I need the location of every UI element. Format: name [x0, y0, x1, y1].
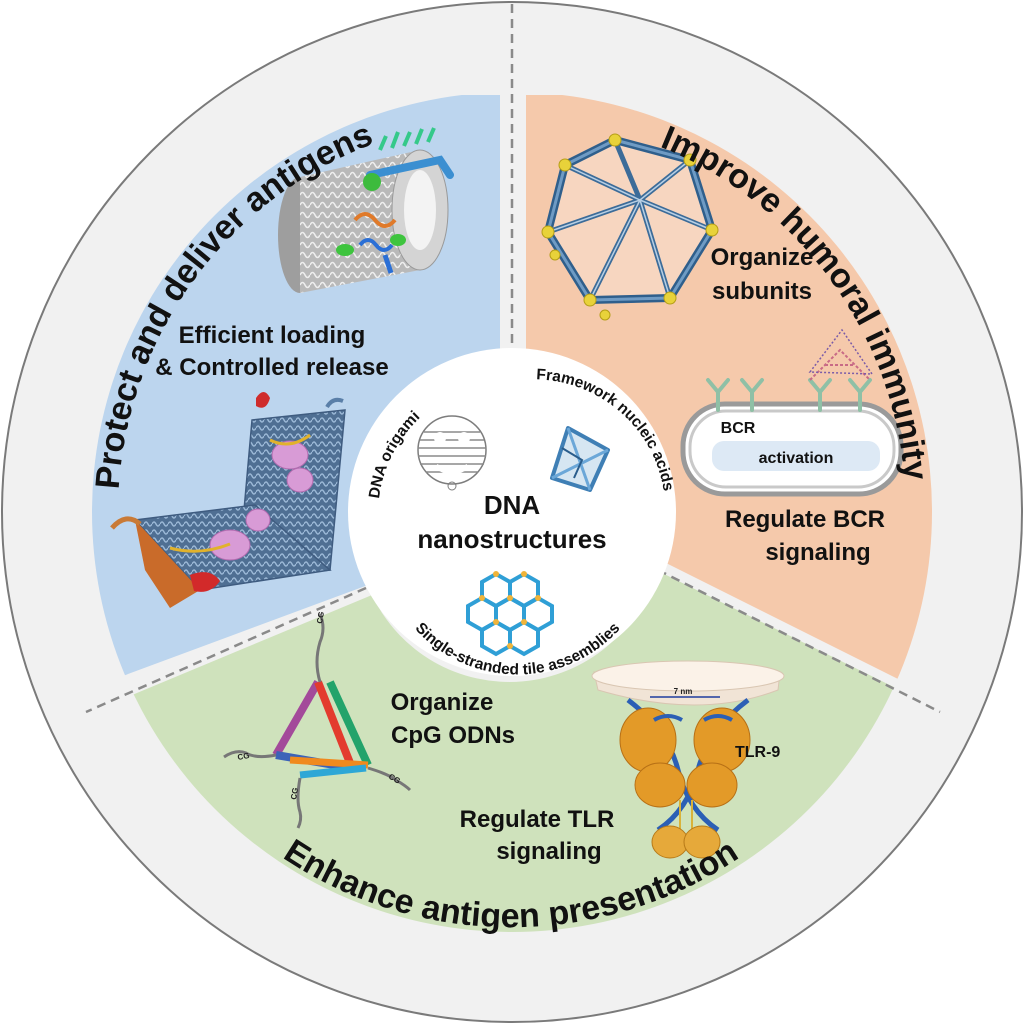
- cg-label-top: CG: [315, 611, 326, 624]
- organize-cpg-label-1: Organize: [391, 689, 494, 716]
- organize-subunits-label-1: Organize: [711, 244, 814, 271]
- tlr9-receptor-illustration: [591, 660, 785, 859]
- tile-assembly-icon: [466, 571, 554, 657]
- regulate-tlr-label-1: Regulate TLR: [460, 806, 615, 833]
- cg-label-left: CG: [237, 751, 250, 762]
- dna-origami-tube-illustration: [278, 127, 454, 293]
- center-title-line1: DNA: [484, 490, 541, 520]
- efficient-loading-label: Efficient loading: [179, 322, 366, 349]
- framework-tetrahedron-icon: [550, 426, 610, 492]
- regulate-bcr-label-2: signaling: [765, 539, 870, 566]
- controlled-release-label: & Controlled release: [155, 354, 388, 381]
- sector-peach-fill: [526, 95, 932, 700]
- tlr9-label: TLR-9: [735, 744, 780, 761]
- origami-smiley-icon: [417, 415, 487, 491]
- cg-label-bottom: CG: [289, 787, 300, 800]
- bcr-label: BCR: [721, 420, 756, 437]
- divider-right: [657, 568, 941, 714]
- cpg-tetrahedron-illustration: [223, 613, 412, 829]
- regulate-bcr-label-1: Regulate BCR: [725, 506, 885, 533]
- dna-origami-box-illustration: [110, 392, 346, 608]
- b-cell-membrane-illustration: [680, 328, 904, 497]
- regulate-tlr-label-2: signaling: [496, 838, 601, 865]
- activation-label: activation: [759, 450, 834, 467]
- organize-cpg-label-2: CpG ODNs: [391, 722, 515, 749]
- icosahedron-origami-illustration: [541, 133, 719, 321]
- center-title-line2: nanostructures: [417, 524, 606, 554]
- organize-subunits-label-2: subunits: [712, 278, 812, 305]
- scale-label: 7 nm: [674, 687, 693, 696]
- divider-left: [85, 586, 367, 714]
